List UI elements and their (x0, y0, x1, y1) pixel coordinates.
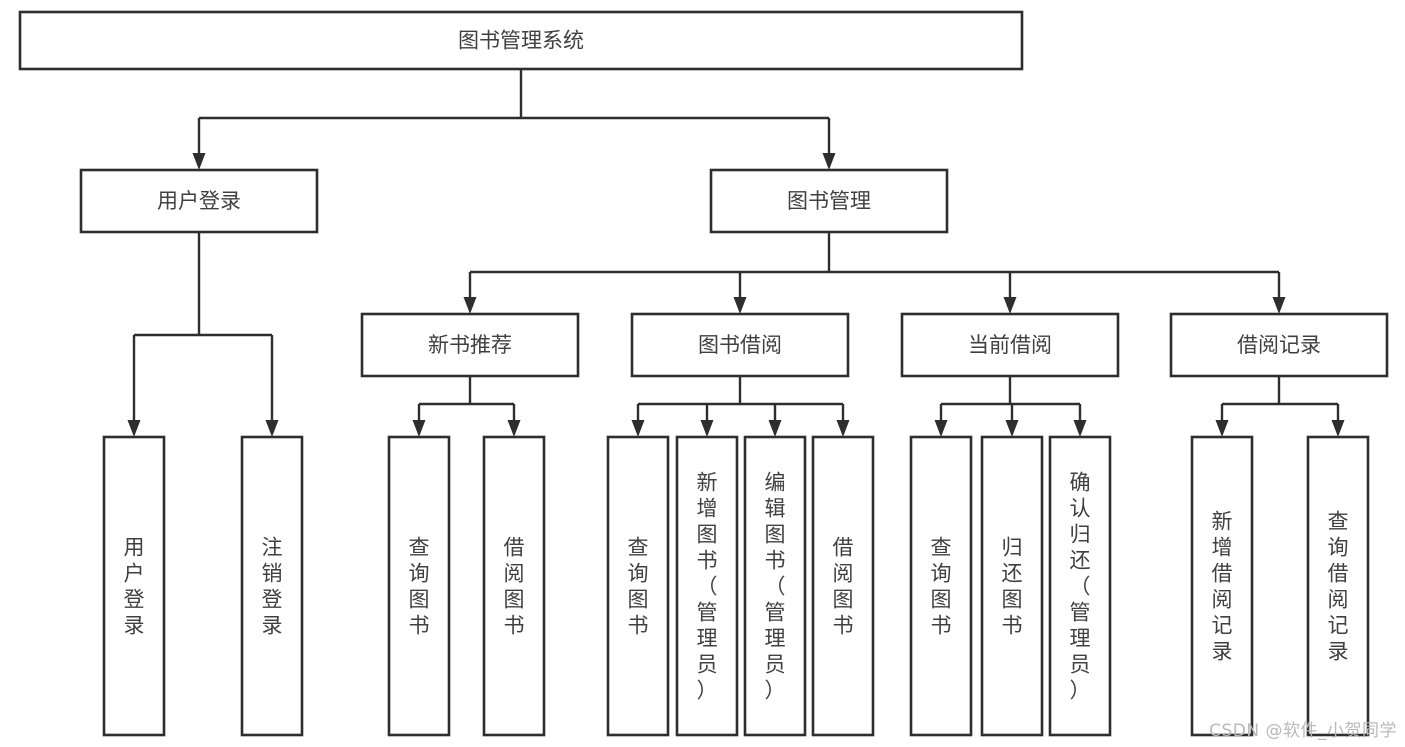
node-leaf-query-record[interactable]: 查询借阅记录 (1306, 435, 1370, 737)
level1-node-box[interactable] (709, 168, 949, 234)
leaf-node-label: 借阅图书 (833, 535, 854, 637)
leaf-node-box[interactable] (1306, 435, 1370, 737)
node-book-manage[interactable]: 图书管理 (709, 168, 949, 234)
level2-node-label: 新书推荐 (428, 333, 512, 357)
leaf-node-label: 归还图书 (1002, 535, 1023, 637)
arrow-head-icon (192, 153, 206, 170)
leaf-node-label: 新增借阅记录 (1212, 509, 1233, 663)
leaf-node-label: 借阅图书 (504, 535, 525, 637)
node-leaf-user-login[interactable]: 用户登录 (102, 435, 166, 737)
level2-node-label: 图书借阅 (698, 333, 782, 357)
connector-group (934, 376, 1087, 437)
leaf-node-box[interactable] (606, 435, 670, 737)
leaf-node-box[interactable] (909, 435, 973, 737)
node-book-borrow[interactable]: 图书借阅 (630, 312, 850, 378)
leaf-node-label: 确认归还（管理员） (1070, 470, 1091, 702)
leaf-node-label: 注销登录 (262, 535, 283, 637)
node-leaf-query-book-1[interactable]: 查询图书 (387, 435, 451, 737)
csdn-watermark: CSDN @软件_小贺同学 (1209, 721, 1397, 741)
arrow-head-icon (1272, 297, 1286, 314)
arrow-head-icon (768, 420, 782, 437)
arrow-head-icon (1005, 420, 1019, 437)
connector-layer (127, 69, 1345, 437)
node-leaf-add-record[interactable]: 新增借阅记录 (1190, 435, 1254, 737)
leaf-node-label: 查询图书 (931, 535, 952, 637)
root-node-label: 图书管理系统 (458, 29, 584, 53)
arrow-head-icon (265, 420, 279, 437)
leaf-node-box[interactable] (1190, 435, 1254, 737)
level2-node-box[interactable] (900, 312, 1120, 378)
level1-node-box[interactable] (79, 168, 319, 234)
level2-node-box[interactable] (630, 312, 850, 378)
leaf-node-label: 用户登录 (124, 535, 145, 637)
connector-group (412, 376, 521, 437)
node-leaf-query-book-2[interactable]: 查询图书 (606, 435, 670, 737)
arrow-head-icon (822, 153, 836, 170)
leaf-node-box[interactable] (482, 435, 546, 737)
arrow-head-icon (127, 420, 141, 437)
arrow-head-icon (507, 420, 521, 437)
arrow-head-icon (836, 420, 850, 437)
node-new-book-rec[interactable]: 新书推荐 (360, 312, 580, 378)
arrow-head-icon (412, 420, 426, 437)
leaf-node-box[interactable] (811, 435, 875, 737)
arrow-head-icon (1003, 297, 1017, 314)
connector-group (192, 69, 836, 170)
node-leaf-query-book-3[interactable]: 查询图书 (909, 435, 973, 737)
leaf-node-label: 新增图书（管理员） (697, 470, 718, 702)
node-leaf-add-book[interactable]: 新增图书（管理员） (675, 435, 739, 737)
arrow-head-icon (733, 297, 747, 314)
leaf-node-label: 查询图书 (409, 535, 430, 637)
node-user-login[interactable]: 用户登录 (79, 168, 319, 234)
node-borrow-record[interactable]: 借阅记录 (1169, 312, 1389, 378)
node-leaf-edit-book[interactable]: 编辑图书（管理员） (743, 435, 807, 737)
arrow-head-icon (934, 420, 948, 437)
leaf-node-box[interactable] (980, 435, 1044, 737)
arrow-head-icon (1073, 420, 1087, 437)
leaf-node-box[interactable] (675, 435, 739, 737)
arrow-head-icon (463, 297, 477, 314)
node-leaf-confirm-return[interactable]: 确认归还（管理员） (1048, 435, 1112, 737)
leaf-node-box[interactable] (1048, 435, 1112, 737)
connector-group (463, 232, 1286, 314)
level2-node-box[interactable] (360, 312, 580, 378)
root-node-box[interactable] (18, 10, 1024, 71)
arrow-head-icon (1215, 420, 1229, 437)
level1-node-label: 图书管理 (787, 189, 871, 213)
leaf-node-box[interactable] (743, 435, 807, 737)
node-current-borrow[interactable]: 当前借阅 (900, 312, 1120, 378)
level2-node-label: 当前借阅 (968, 333, 1052, 357)
node-leaf-logout[interactable]: 注销登录 (240, 435, 304, 737)
node-leaf-borrow-book-1[interactable]: 借阅图书 (482, 435, 546, 737)
arrow-head-icon (1331, 420, 1345, 437)
node-leaf-return-book[interactable]: 归还图书 (980, 435, 1044, 737)
leaf-node-box[interactable] (240, 435, 304, 737)
leaf-node-box[interactable] (387, 435, 451, 737)
leaf-node-label: 查询借阅记录 (1328, 509, 1349, 663)
leaf-node-label: 编辑图书（管理员） (765, 470, 786, 702)
leaf-node-label: 查询图书 (628, 535, 649, 637)
node-leaf-borrow-book-2[interactable]: 借阅图书 (811, 435, 875, 737)
arrow-head-icon (631, 420, 645, 437)
level2-node-label: 借阅记录 (1237, 333, 1321, 357)
leaf-node-box[interactable] (102, 435, 166, 737)
connector-group (631, 376, 850, 437)
arrow-head-icon (700, 420, 714, 437)
level2-node-box[interactable] (1169, 312, 1389, 378)
connector-group (1215, 376, 1345, 437)
level1-node-label: 用户登录 (157, 189, 241, 213)
node-root[interactable]: 图书管理系统 (18, 10, 1024, 71)
node-layer: 图书管理系统用户登录图书管理新书推荐图书借阅当前借阅借阅记录用户登录注销登录查询… (18, 10, 1389, 737)
connector-group (127, 232, 279, 437)
